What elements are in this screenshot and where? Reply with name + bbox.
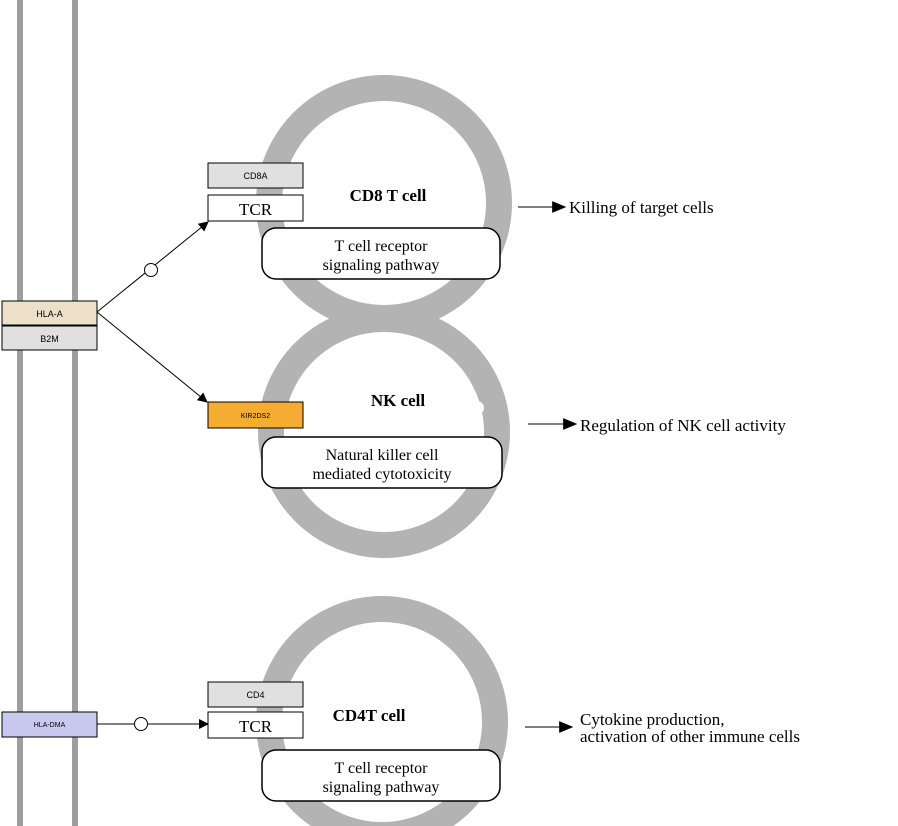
gene-cd4-label: CD4: [246, 690, 264, 700]
outcome-regulation-of-nk-activity[interactable]: Regulation of NK cell activity: [580, 416, 786, 435]
tcr-cd8[interactable]: TCR: [207, 194, 304, 222]
gene-kir2ds2[interactable]: KIR2DS2: [207, 401, 304, 429]
tcr-cd8-box: [207, 194, 304, 222]
tcr-cd4-label: TCR: [239, 717, 273, 736]
nk-pathway-line1: Natural killer cell: [326, 447, 439, 464]
tcr-cd8-label: TCR: [239, 200, 273, 219]
gene-hla-a-box: [1, 300, 98, 326]
nk-cell: NK cell Natural killer cell mediated cyt…: [258, 306, 510, 558]
tcr-cd4-box: [207, 711, 304, 739]
relation-edges: [96, 201, 578, 733]
membrane-inner-line: [72, 0, 78, 826]
tcr-cd4[interactable]: TCR: [207, 711, 304, 739]
binding-circle-cd8: [144, 263, 158, 277]
gene-b2m-label: B2M: [40, 334, 59, 344]
gene-cd4-box: [207, 681, 304, 708]
cd8-pathway-box[interactable]: T cell receptor signaling pathway: [261, 227, 501, 280]
outcome-cytokine-production-line1[interactable]: Cytokine production,: [580, 710, 724, 729]
gene-cd8a[interactable]: CD8A: [207, 162, 304, 189]
cd8-cell-title: CD8 T cell: [350, 186, 427, 205]
gene-cd8a-label: CD8A: [243, 171, 267, 181]
gene-cd4[interactable]: CD4: [207, 681, 304, 708]
gene-hla-a[interactable]: HLA-A: [1, 300, 98, 326]
cd4-pathway-line1: T cell receptor: [335, 760, 429, 777]
cell-membrane: [17, 0, 78, 826]
cd4-pathway-box[interactable]: T cell receptor signaling pathway: [261, 749, 501, 802]
nk-pathway-box[interactable]: Natural killer cell mediated cytotoxicit…: [261, 436, 503, 489]
cd4-t-cell: CD4T cell T cell receptor signaling path…: [256, 596, 508, 826]
outcome-cytokine-production-line2[interactable]: activation of other immune cells: [580, 727, 800, 746]
cd4-pathway-frame: [261, 749, 501, 802]
gene-cd8a-box: [207, 162, 304, 189]
nk-pathway-line2: mediated cytotoxicity: [312, 466, 451, 483]
cd8-pathway-frame: [261, 227, 501, 280]
cd4-pathway-line2: signaling pathway: [323, 779, 440, 796]
nk-cell-nucleus-area: [284, 332, 484, 532]
gene-hla-dma-label: HLA-DMA: [34, 722, 66, 729]
nk-granules: [411, 375, 484, 439]
gene-hla-a-label: HLA-A: [36, 309, 63, 319]
nk-pathway-frame: [261, 436, 503, 489]
gene-kir2ds2-box: [207, 401, 304, 429]
gene-b2m-box: [1, 325, 98, 351]
gene-kir2ds2-label: KIR2DS2: [241, 413, 270, 420]
gene-hla-dma[interactable]: HLA-DMA: [1, 711, 98, 738]
cd8-pathway-line1: T cell receptor: [335, 238, 429, 255]
outcome-killing-of-target-cells[interactable]: Killing of target cells: [569, 198, 714, 217]
cd4-cell-title: CD4T cell: [333, 706, 406, 725]
cd8-pathway-line2: signaling pathway: [323, 257, 440, 274]
gene-hla-dma-box: [1, 711, 98, 738]
cd8-t-cell: CD8 T cell T cell receptor signaling pat…: [256, 75, 512, 331]
nk-cell-title: NK cell: [371, 391, 426, 410]
membrane-outer-line: [17, 0, 23, 826]
binding-circle-cd4: [134, 717, 148, 731]
edge-hla-a-to-kir2ds2: [96, 311, 208, 403]
gene-b2m[interactable]: B2M: [1, 325, 98, 351]
